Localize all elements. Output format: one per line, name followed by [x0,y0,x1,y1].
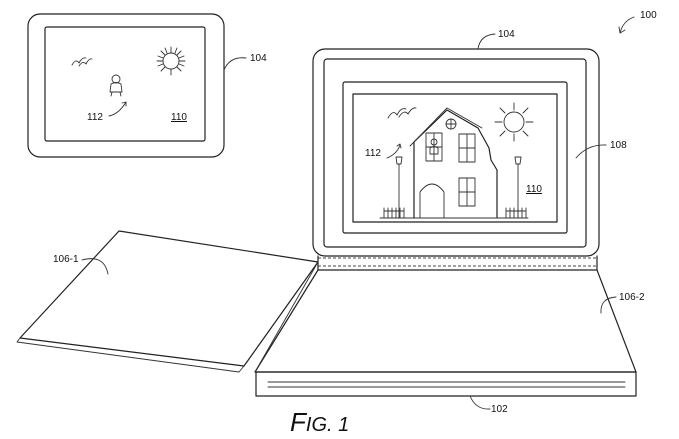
leader-104-top [477,33,496,50]
ref-106-2: 106-2 [619,292,645,303]
leader-106-2 [600,296,617,314]
small-tablet: 112 110 104 [27,13,267,158]
ref-108: 108 [610,140,627,151]
small-tablet-body [27,13,225,158]
arrow-112-left [108,101,127,117]
leader-108 [575,144,607,159]
display-screen-inner [352,93,558,223]
hinge [317,255,598,271]
ref-104-top: 104 [498,29,515,40]
display-housing [312,48,600,257]
person-object-icon [109,74,123,97]
small-tablet-screen [44,26,206,142]
figure-caption: FIG. 1 [290,407,349,437]
arrow-100 [619,16,635,34]
display-bezel [323,58,587,248]
birds-icon [71,57,93,67]
ref-110-right: 110 [526,184,542,195]
ref-104-left: 104 [250,53,267,64]
right-cover: 106-2 [254,269,645,373]
fence-left [383,207,405,219]
ref-110-left: 110 [171,112,187,123]
leader-104-left [223,57,247,71]
sun-icon [156,46,186,76]
ref-106-1: 106-1 [53,254,79,265]
sun-icon-large [494,102,534,142]
base-body [255,371,637,397]
left-cover: 106-1 [16,230,319,373]
ref-102: 102 [491,404,508,415]
leader-106-1 [81,258,109,275]
birds-icon-large [387,107,417,119]
laptop-display: 112 110 [312,48,600,257]
base: 102 [255,371,637,415]
leader-102 [469,395,491,410]
house-icon [409,107,498,219]
ref-100: 100 [640,10,657,21]
arrow-112-right [386,144,401,159]
ref-112-left: 112 [87,112,103,123]
display-screen [342,81,568,234]
fence-right [505,207,527,219]
ref-112-right: 112 [365,148,381,159]
